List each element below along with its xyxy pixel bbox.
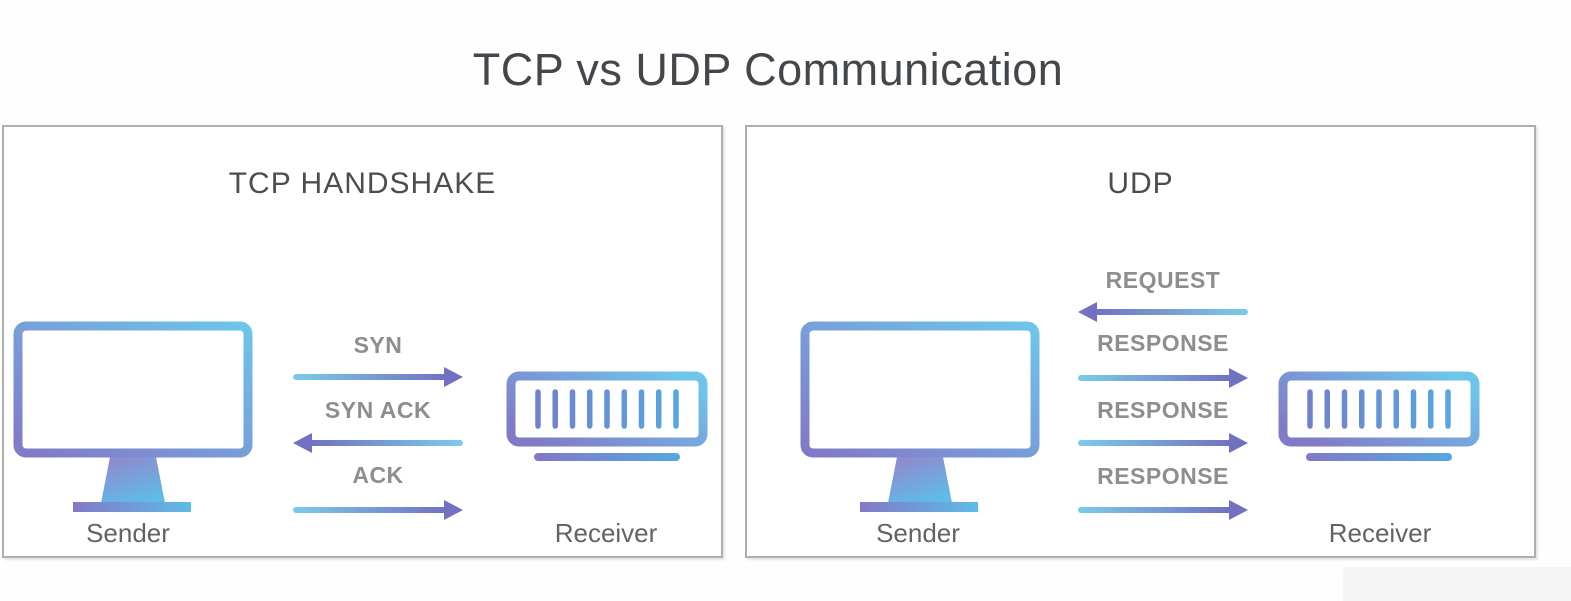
arrow-shaft xyxy=(1094,309,1248,315)
arrow-shaft xyxy=(293,374,447,380)
udp-panel-title: UDP xyxy=(1107,167,1174,200)
arrow-shaft xyxy=(1078,440,1232,446)
arrow-head-icon xyxy=(293,433,312,453)
arrow-head-icon xyxy=(1229,368,1248,388)
ack-label: ACK xyxy=(352,462,404,488)
arrow-shaft xyxy=(309,440,463,446)
udp-receiver-label: Receiver xyxy=(1328,518,1432,548)
request-arrow xyxy=(1078,302,1248,322)
watermark-placeholder xyxy=(1343,567,1571,601)
arrow-shaft xyxy=(1078,375,1232,381)
arrow-head-icon xyxy=(444,367,463,387)
sender-monitor-icon xyxy=(13,321,253,512)
syn-ack-label: SYN ACK xyxy=(324,397,432,423)
syn-ack-arrow xyxy=(293,433,463,453)
arrow-head-icon xyxy=(1078,302,1097,322)
response-arrow-2 xyxy=(1078,433,1248,453)
arrow-head-icon xyxy=(1229,500,1248,520)
arrow-head-icon xyxy=(444,500,463,520)
sender-monitor-icon xyxy=(800,321,1040,512)
response-label-2: RESPONSE xyxy=(1097,397,1229,423)
arrow-shaft xyxy=(293,507,447,513)
arrow-shaft xyxy=(1078,507,1232,513)
response-arrow-1 xyxy=(1078,368,1248,388)
udp-sender-label: Sender xyxy=(876,518,960,548)
syn-label: SYN xyxy=(353,332,403,358)
receiver-server-icon xyxy=(506,371,708,461)
ack-arrow xyxy=(293,500,463,520)
request-label: REQUEST xyxy=(1105,267,1221,293)
response-label-1: RESPONSE xyxy=(1097,330,1229,356)
tcp-receiver-label: Receiver xyxy=(554,518,658,548)
response-arrow-3 xyxy=(1078,500,1248,520)
syn-arrow xyxy=(293,367,463,387)
receiver-server-icon xyxy=(1278,371,1480,461)
response-label-3: RESPONSE xyxy=(1097,463,1229,489)
tcp-panel-title: TCP HANDSHAKE xyxy=(228,167,497,200)
tcp-sender-label: Sender xyxy=(86,518,170,548)
page-title: TCP vs UDP Communication xyxy=(472,44,1064,95)
arrow-head-icon xyxy=(1229,433,1248,453)
udp-panel: UDP Sender xyxy=(745,125,1536,558)
tcp-panel: TCP HANDSHAKE Sender xyxy=(2,125,723,558)
